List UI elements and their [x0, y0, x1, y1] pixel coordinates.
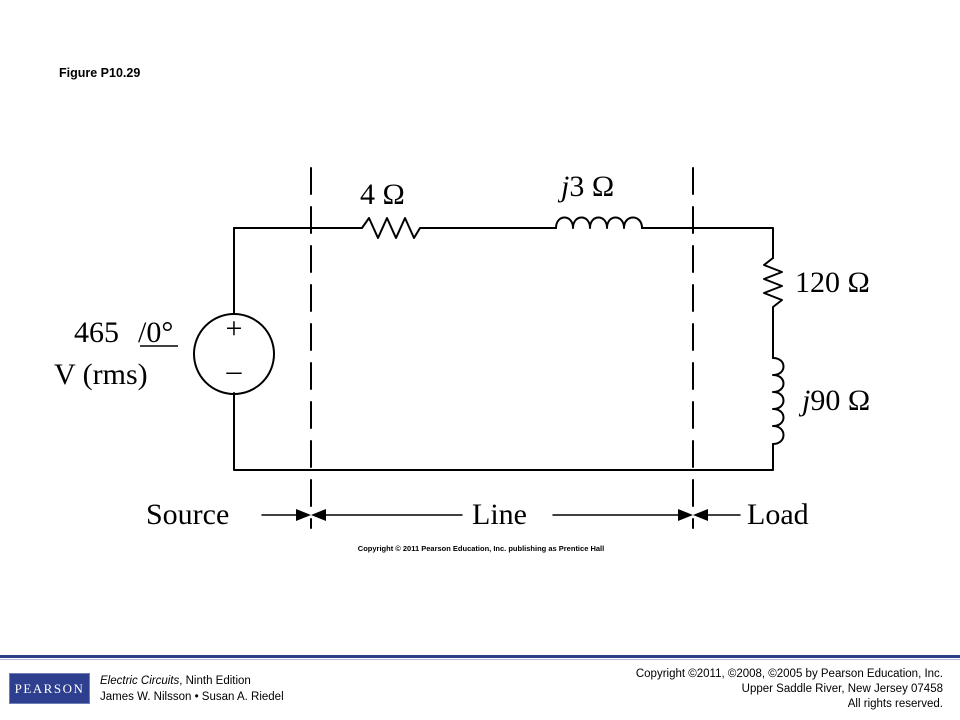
figure-title: Figure P10.29	[59, 66, 141, 80]
section-load: Load	[747, 498, 809, 531]
arrowhead-line-left	[311, 509, 326, 521]
copyright-block: Copyright ©2011, ©2008, ©2005 by Pearson…	[636, 667, 943, 712]
label-line-inductor-value: 3 Ω	[569, 170, 614, 203]
plus-sign: +	[226, 312, 243, 345]
label-load-inductor-j: j	[798, 384, 810, 417]
load-inductor	[772, 357, 785, 445]
label-load-resistor: 120 Ω	[795, 266, 870, 299]
copyright-line-2: Upper Saddle River, New Jersey 07458	[741, 683, 943, 695]
section-line: Line	[472, 498, 527, 531]
line-inductor	[555, 216, 643, 229]
source-unit: V (rms)	[54, 358, 148, 391]
copyright-line-3: All rights reserved.	[847, 698, 943, 710]
voltage-source	[193, 313, 275, 395]
bottom-wire	[233, 392, 774, 471]
section-source: Source	[146, 498, 229, 531]
book-edition: , Ninth Edition	[179, 675, 251, 687]
copyright-line-1: Copyright ©2011, ©2008, ©2005 by Pearson…	[635, 668, 943, 680]
label-line-resistor: 4 Ω	[360, 178, 405, 211]
label-line-inductor-j: j	[557, 170, 569, 203]
book-title: Electric Circuits	[100, 675, 180, 687]
svg-text:j3 Ω: j3 Ω	[557, 170, 614, 203]
arrowhead-source	[296, 509, 311, 521]
source-magnitude: 465	[74, 316, 119, 349]
image-copyright: Copyright © 2011 Pearson Education, Inc.…	[358, 544, 604, 553]
pearson-logo: PEARSON	[9, 673, 90, 704]
source-angle: /0°	[138, 316, 173, 349]
arrowhead-line-right	[678, 509, 693, 521]
arrowhead-load	[693, 509, 708, 521]
footer-rule	[0, 655, 960, 658]
load-resistor	[763, 257, 783, 359]
footer-rule-thin	[0, 659, 960, 660]
minus-sign: –	[226, 354, 243, 387]
top-wire-right	[641, 227, 774, 259]
book-authors: James W. Nilsson • Susan A. Riedel	[100, 691, 284, 703]
book-info: Electric Circuits, Ninth Edition James W…	[100, 673, 284, 705]
label-load-inductor-value: 90 Ω	[810, 384, 870, 417]
book-title-line: Electric Circuits, Ninth Edition	[100, 673, 284, 689]
top-wire	[233, 217, 557, 239]
svg-text:j90 Ω: j90 Ω	[798, 384, 870, 417]
